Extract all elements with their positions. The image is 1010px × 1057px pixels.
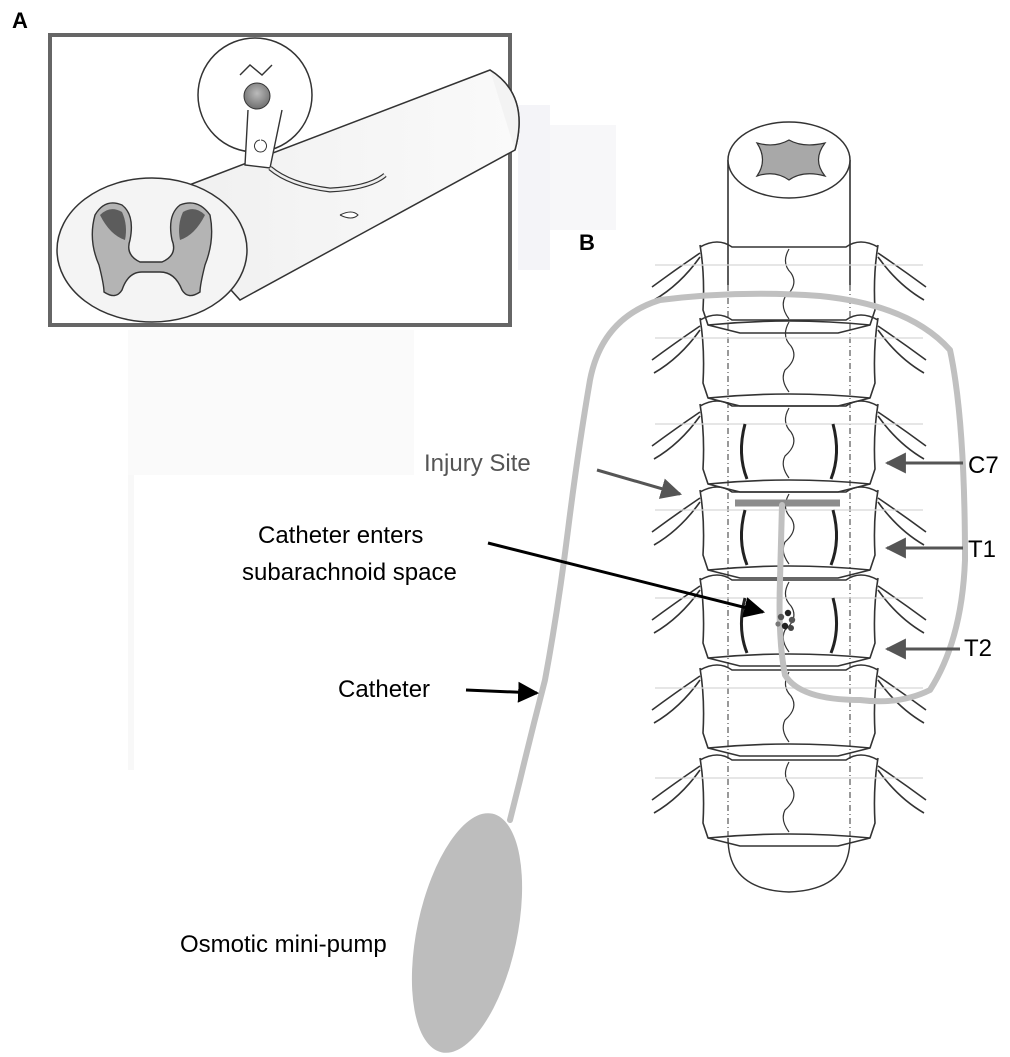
vertebra-segment: [652, 315, 926, 406]
catheter-label: Catheter: [338, 676, 430, 703]
panel-a-inset: [50, 35, 519, 325]
vertebra-segment: [652, 755, 926, 846]
panel-label-b: B: [579, 230, 595, 255]
cord-gray-matter: [757, 140, 825, 180]
injury-device-ball: [244, 83, 270, 109]
panel-label-a: A: [12, 8, 28, 33]
osmotic-pump: [393, 803, 542, 1057]
catheter-enters-label-line2: subarachnoid space: [242, 559, 457, 586]
c7-label: C7: [968, 452, 999, 479]
injury-site-label: Injury Site: [424, 450, 531, 477]
vertebrae: [652, 242, 926, 846]
t2-label: T2: [964, 635, 992, 662]
catheter-enters-label-line1: Catheter enters: [258, 522, 423, 549]
t1-label: T1: [968, 536, 996, 563]
injury-site-arrow: [597, 470, 680, 494]
catheter-arrow: [466, 690, 537, 693]
panel-b-spine: [652, 122, 926, 892]
catheter-tube: [510, 294, 965, 820]
cord-cross-section: [57, 178, 247, 322]
catheter-enters-arrow: [488, 543, 763, 612]
vertebra-segment: [652, 401, 926, 492]
pump-label: Osmotic mini-pump: [180, 931, 387, 958]
